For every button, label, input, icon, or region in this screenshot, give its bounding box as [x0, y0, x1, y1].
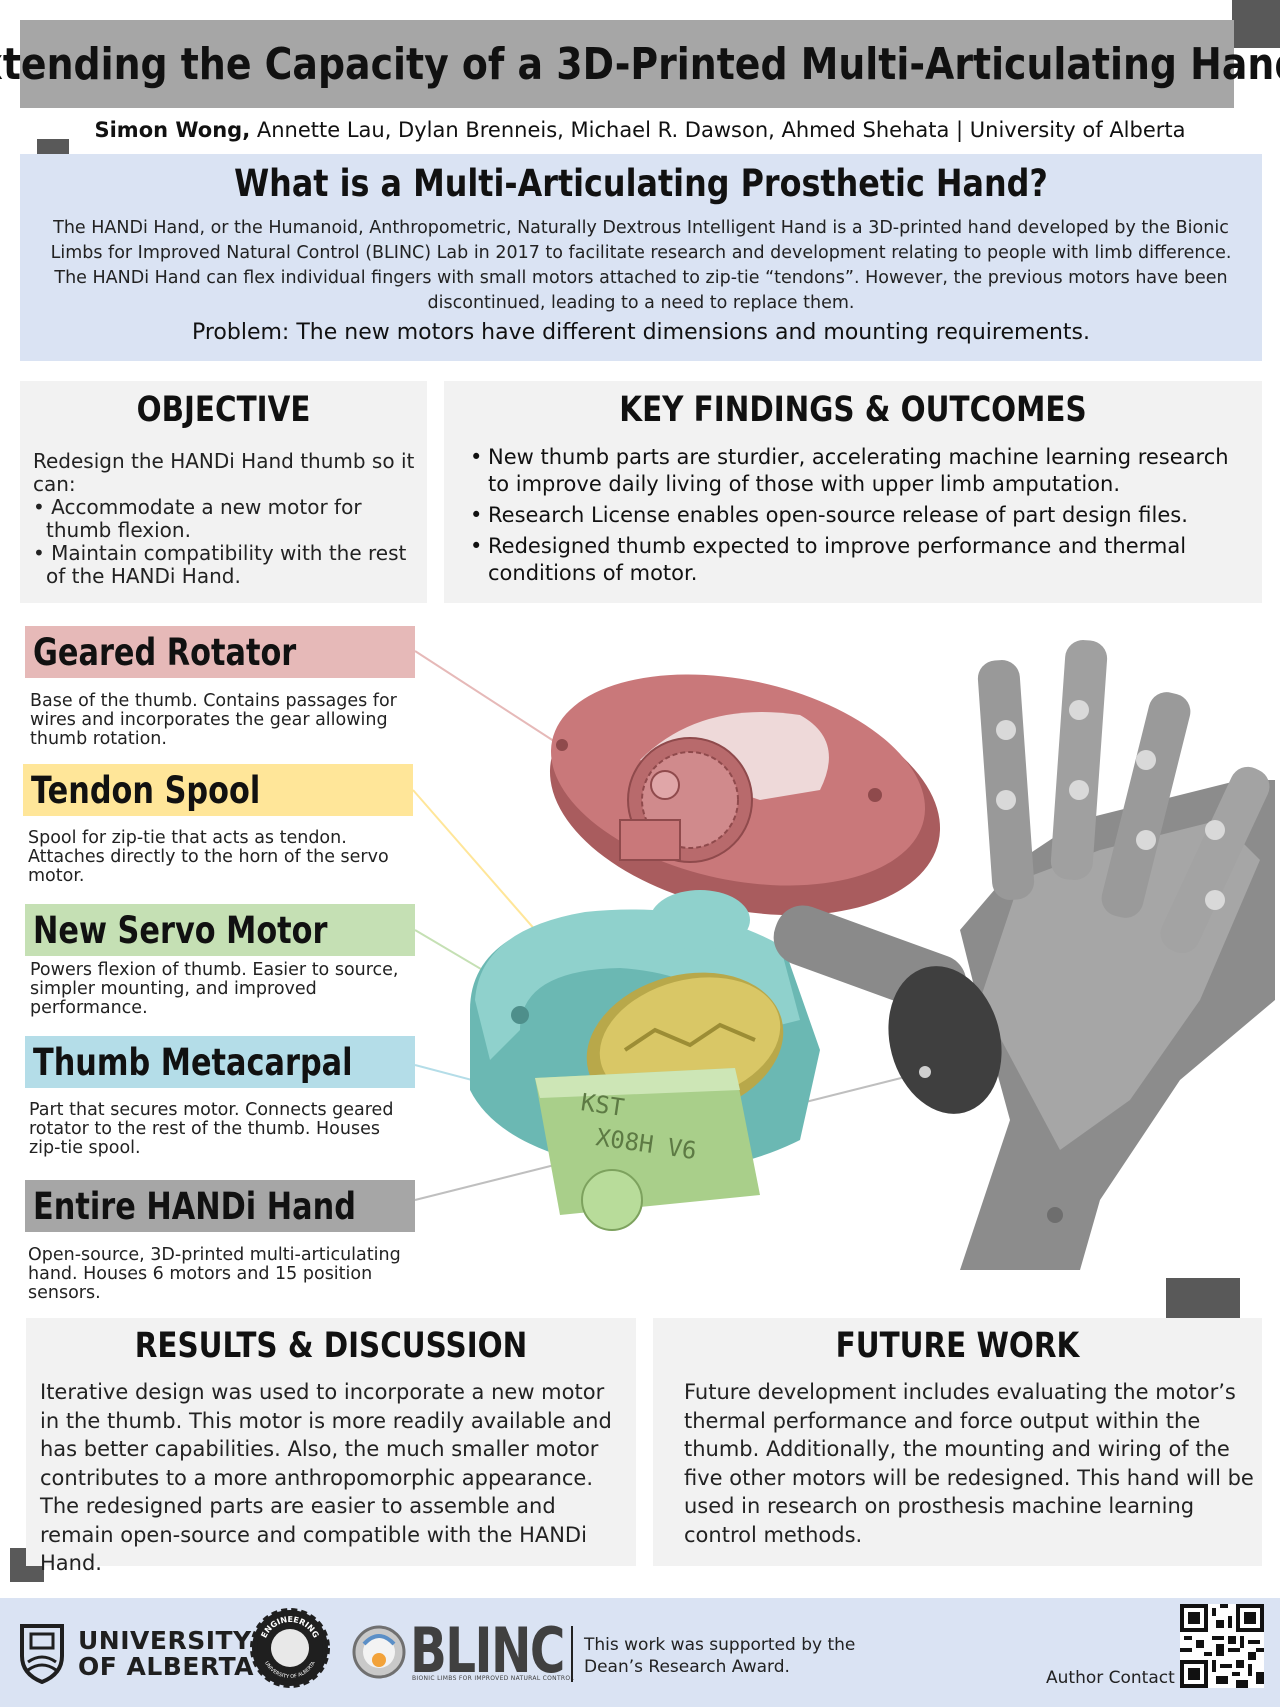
key-finding-item: New thumb parts are sturdier, accelerati…: [470, 444, 1240, 498]
objective-intro: Redesign the HANDi Hand thumb so it can:: [33, 449, 415, 496]
decor-square-top-right: [1232, 0, 1280, 48]
results-heading: RESULTS & DISCUSSION: [134, 1326, 528, 1366]
key-finding-item: Redesigned thumb expected to improve per…: [470, 533, 1240, 587]
author-line: Simon Wong, Annette Lau, Dylan Brenneis,…: [0, 118, 1280, 142]
label-new-servo-motor: New Servo Motor: [25, 904, 415, 956]
geared-rotator-part: [549, 674, 941, 916]
label-tendon-spool: Tendon Spool: [23, 764, 413, 816]
key-finding-item: Research License enables open-source rel…: [470, 502, 1240, 529]
exploded-assembly-illustration: KST X08H V6: [412, 640, 1275, 1270]
poster-title: Extending the Capacity of a 3D-Printed M…: [0, 38, 1280, 90]
desc-tendon-spool: Spool for zip-tie that acts as tendon. A…: [28, 828, 389, 886]
blinc-subtitle: BIONIC LIMBS FOR IMPROVED NATURAL CONTRO…: [412, 1675, 575, 1682]
desc-new-servo-motor: Powers flexion of thumb. Easier to sourc…: [30, 960, 399, 1018]
label-geared-rotator: Geared Rotator: [25, 626, 415, 678]
leader-line-rotator: [414, 650, 561, 746]
engineering-gear-logo: ENGINEERING UNIVERSITY OF ALBERTA: [250, 1608, 330, 1688]
objective-item: • Accommodate a new motor for thumb flex…: [33, 495, 362, 542]
footer-divider: [571, 1626, 573, 1682]
university-wordmark: UNIVERSITY OF ALBERTA: [78, 1626, 255, 1681]
desc-thumb-metacarpal: Part that secures motor. Connects geared…: [29, 1100, 394, 1158]
label-thumb-metacarpal: Thumb Metacarpal: [25, 1036, 415, 1088]
intro-body: The HANDi Hand, or the Humanoid, Anthrop…: [50, 218, 1232, 313]
results-panel: [26, 1318, 636, 1566]
blinc-wordmark: BLINC: [410, 1614, 565, 1687]
key-findings-list: New thumb parts are sturdier, accelerati…: [470, 444, 1240, 591]
objective-item: • Maintain compatibility with the rest o…: [33, 541, 407, 588]
future-work-body: Future development includes evaluating t…: [684, 1380, 1254, 1547]
intro-section: [20, 154, 1262, 361]
desc-geared-rotator: Base of the thumb. Contains passages for…: [30, 691, 397, 749]
author-contact-qr-code[interactable]: [1180, 1604, 1264, 1688]
future-work-panel: [653, 1318, 1262, 1566]
servo-motor-part: KST X08H V6: [535, 1068, 760, 1231]
key-findings-heading: KEY FINDINGS & OUTCOMES: [619, 390, 1087, 430]
intro-heading: What is a Multi-Articulating Prosthetic …: [234, 162, 1048, 205]
intro-problem: Problem: The new motors have different d…: [191, 320, 1091, 345]
author-contact-label: Author Contact: [1046, 1668, 1175, 1688]
desc-entire-handi-hand: Open-source, 3D-printed multi-articulati…: [28, 1245, 401, 1303]
objective-heading: OBJECTIVE: [136, 390, 311, 430]
support-note: This work was supported by the Dean’s Re…: [584, 1635, 856, 1677]
objective-panel: [20, 381, 427, 603]
objective-body: Redesign the HANDi Hand thumb so it can:…: [33, 450, 428, 588]
co-authors: Annette Lau, Dylan Brenneis, Michael R. …: [250, 118, 1186, 142]
footer-bar: [0, 1598, 1280, 1707]
label-entire-handi-hand: Entire HANDi Hand: [25, 1180, 415, 1232]
blinc-logo-mark: [352, 1625, 406, 1679]
motor-label-line1: KST: [579, 1088, 626, 1122]
handi-hand-render: [773, 640, 1275, 1270]
lead-author: Simon Wong,: [94, 118, 251, 142]
results-body: Iterative design was used to incorporate…: [40, 1380, 612, 1575]
title-bar: [20, 20, 1234, 108]
university-shield-logo: [20, 1624, 64, 1684]
future-work-heading: FUTURE WORK: [835, 1326, 1080, 1366]
